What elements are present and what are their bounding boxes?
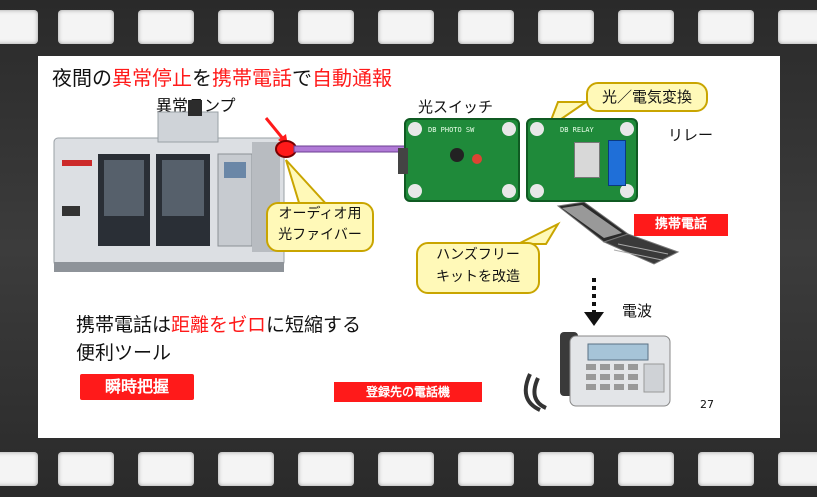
film-hole (298, 452, 354, 486)
film-hole (618, 452, 674, 486)
board-mount-hole (620, 184, 634, 198)
title-part: で (292, 66, 312, 90)
title-part-highlight: 自動通報 (312, 66, 392, 90)
title-part: 夜間の (52, 66, 112, 90)
board-mount-hole (530, 184, 544, 198)
handsfree-callout-line1: ハンズフリー (436, 247, 520, 263)
conversion-callout-text: 光／電気変換 (601, 88, 692, 106)
page-number: 27 (700, 398, 714, 411)
radio-wave-label: 電波 (622, 302, 653, 320)
film-hole (218, 452, 274, 486)
board-mount-hole (408, 122, 422, 136)
body-text-part: 携帯電話は (76, 314, 172, 336)
photo-board-silkscreen: DB PHOTO SW (428, 126, 475, 134)
conversion-callout: 光／電気変換 (586, 82, 708, 112)
mobile-phone-badge-text: 携帯電話 (654, 217, 707, 232)
film-hole (58, 452, 114, 486)
film-hole (618, 10, 674, 44)
relay-component (574, 142, 600, 178)
film-hole (218, 10, 274, 44)
relay-board-silkscreen: DB RELAY (560, 126, 594, 134)
body-text-highlight: 距離をゼロ (171, 314, 267, 336)
title-part-highlight: 異常停止 (112, 66, 192, 90)
registered-phone-badge: 登録先の電話機 (334, 382, 482, 402)
board-mount-hole (530, 122, 544, 136)
body-line-2: 便利ツール (76, 342, 172, 364)
film-hole (778, 10, 817, 44)
film-hole (698, 452, 754, 486)
film-hole (138, 10, 194, 44)
slide: 夜間の異常停止を携帯電話で自動通報 異常ランプ (38, 56, 780, 438)
board-component (472, 154, 482, 164)
film-hole (0, 452, 38, 486)
registered-phone-badge-text: 登録先の電話機 (365, 385, 450, 399)
film-hole (378, 10, 434, 44)
fiber-callout: オーディオ用 光ファイバー (266, 202, 374, 252)
desk-phone-image (523, 332, 671, 412)
cnc-machine-image (53, 100, 285, 272)
board-connector (398, 148, 408, 174)
mobile-phone-image (556, 201, 680, 265)
film-hole (778, 452, 817, 486)
board-component (450, 148, 464, 162)
handsfree-callout-line2: キットを改造 (436, 269, 520, 285)
title-part-highlight: 携帯電話 (212, 66, 292, 90)
terminal-block (608, 140, 626, 186)
film-hole (0, 10, 38, 44)
film-hole (698, 10, 754, 44)
relay-label: リレー (668, 126, 714, 144)
fiber-callout-line2: 光ファイバー (278, 227, 362, 243)
slide-title: 夜間の異常停止を携帯電話で自動通報 (52, 62, 392, 91)
relay-board: DB RELAY (526, 118, 638, 202)
film-hole (58, 10, 114, 44)
film-hole (298, 10, 354, 44)
title-part: を (192, 66, 212, 90)
body-text-part: に短縮する (266, 314, 362, 336)
photo-switch-board: DB PHOTO SW (398, 118, 520, 202)
body-line-1: 携帯電話は距離をゼロに短縮する (76, 310, 361, 337)
mobile-phone-badge: 携帯電話 (634, 214, 728, 236)
instant-grasp-badge-text: 瞬時把握 (104, 377, 169, 396)
instant-grasp-badge: 瞬時把握 (80, 374, 194, 400)
board-mount-hole (502, 122, 516, 136)
film-hole (458, 452, 514, 486)
fiber-callout-line1: オーディオ用 (278, 206, 362, 222)
board-mount-hole (502, 184, 516, 198)
board-mount-hole (408, 184, 422, 198)
handsfree-callout: ハンズフリー キットを改造 (416, 242, 540, 294)
film-hole (138, 452, 194, 486)
film-hole (458, 10, 514, 44)
film-hole (538, 10, 594, 44)
optical-switch-label: 光スイッチ (418, 98, 494, 116)
board-mount-hole (620, 122, 634, 136)
film-hole (538, 452, 594, 486)
film-hole (378, 452, 434, 486)
